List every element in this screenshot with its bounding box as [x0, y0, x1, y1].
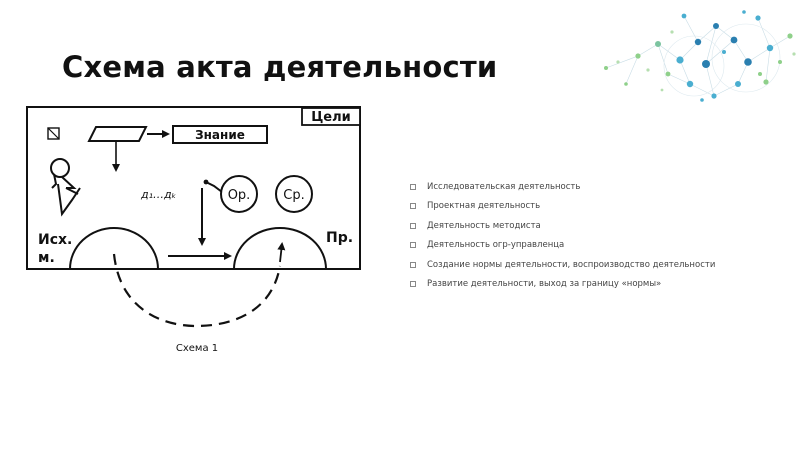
bullet-icon [410, 184, 416, 190]
parallelogram-shape [87, 126, 148, 142]
list-item-text: Исследовательская деятельность [427, 182, 581, 192]
bullet-icon [410, 242, 416, 249]
goals-label: Цели [311, 110, 351, 125]
right-semicircle [233, 227, 327, 270]
list-item-text: Деятельность методиста [427, 220, 541, 231]
op-circle [220, 175, 258, 213]
activity-scheme: Цели Знание д₁…дₖ Ор. Ср. Исх. м. Пр. [26, 106, 361, 354]
list-item: Деятельность методиста [410, 220, 795, 239]
list-item: Деятельность огр-управленца [410, 239, 795, 258]
bullet-icon [410, 203, 416, 210]
bullet-icon [410, 222, 416, 229]
scheme-caption: Схема 1 [176, 343, 218, 354]
slide-title: Схема акта деятельности [62, 50, 498, 84]
list-item-text: Создание нормы деятельности, воспроизвод… [427, 259, 716, 270]
list-item: Создание нормы деятельности, воспроизвод… [410, 259, 795, 278]
list-item: Исследовательская деятельность [410, 181, 795, 200]
list-item-text: Развитие деятельности, выход за границу … [427, 278, 662, 289]
d-label: д₁…дₖ [140, 188, 177, 201]
op-connector [205, 181, 223, 193]
dashed-loop [112, 253, 282, 328]
list-item: Развитие деятельности, выход за границу … [410, 278, 795, 297]
left-semicircle [69, 227, 159, 270]
crossed-square-icon [47, 127, 60, 140]
ish-label-line2: м. [38, 250, 55, 266]
list-item: Проектная деятельность [410, 200, 795, 219]
bullet-icon [410, 261, 416, 268]
knowledge-box [172, 125, 268, 144]
knowledge-label: Знание [195, 128, 245, 142]
network-decoration [604, 10, 796, 102]
op-label: Ор. [228, 188, 251, 203]
scheme-frame [26, 106, 361, 270]
pr-label: Пр. [326, 230, 353, 246]
list-item-text: Проектная деятельность [427, 201, 541, 212]
ish-label-line1: Исх. [38, 232, 72, 248]
activity-types-list: Исследовательская деятельность Проектная… [410, 181, 795, 297]
goals-box [301, 107, 361, 126]
list-item-text: Деятельность огр-управленца [427, 240, 565, 251]
person-figure [50, 158, 81, 217]
arrow-up-right [277, 242, 286, 263]
sr-circle [275, 175, 313, 213]
sr-label: Ср. [283, 188, 304, 203]
bullet-icon [410, 280, 416, 287]
